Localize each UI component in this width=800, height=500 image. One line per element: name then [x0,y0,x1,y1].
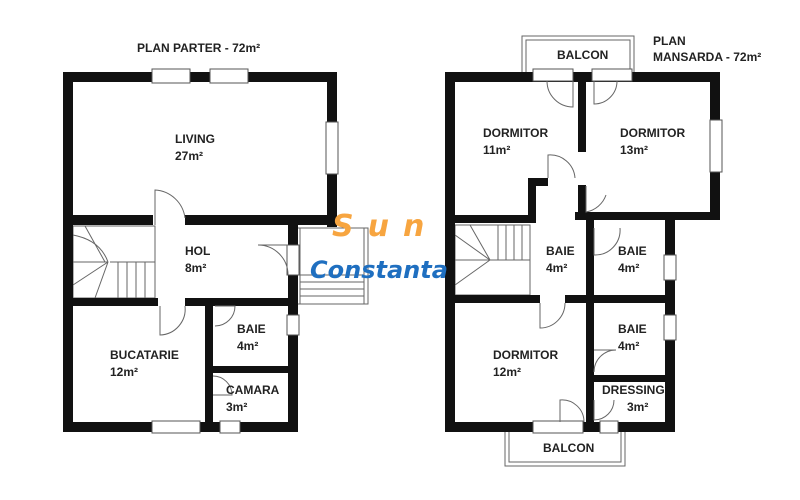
room-area: 27m² [175,149,203,163]
room-area: 12m² [493,365,521,379]
room-area: 4m² [546,261,567,275]
room-area: 11m² [483,143,510,157]
attic-plan-title: MANSARDA - 72m² [653,50,761,64]
room-area: 4m² [237,339,258,353]
room-name: CAMARA [226,383,280,397]
room-name: BALCON [543,441,594,455]
attic-stairs [454,224,531,296]
room-name: BALCON [557,48,608,62]
svg-text:Constanta: Constanta [310,256,448,284]
attic-plan-title: PLAN [653,34,686,48]
room-area: 13m² [620,143,648,157]
room-name: BAIE [546,244,575,258]
room-name: BAIE [618,244,647,258]
room-name: BAIE [237,322,266,336]
ground-floor-plan: PLAN PARTER - 72m² LIVING 27m² HOL 8m² B… [63,41,369,434]
room-name: BAIE [618,322,647,336]
room-area: 12m² [110,365,138,379]
room-area: 8m² [185,261,206,275]
ground-plan-title: PLAN PARTER - 72m² [137,41,260,55]
room-name: BUCATARIE [110,348,179,362]
room-name: LIVING [175,132,215,146]
room-name: DORMITOR [620,126,685,140]
room-area: 3m² [226,400,247,414]
room-area: 4m² [618,261,639,275]
room-area: 4m² [618,339,639,353]
attic-plan: PLAN MANSARDA - 72m² DORMITOR 11m² DORMI… [445,34,761,467]
svg-text:Sun: Sun [332,209,438,244]
room-name: DORMITOR [493,348,558,362]
interior-stairs [72,225,156,299]
room-area: 3m² [627,400,648,414]
room-name: DRESSING [602,383,665,397]
room-name: DORMITOR [483,126,548,140]
watermark-logo: Sun Constanta [310,209,448,284]
room-name: HOL [185,244,210,258]
